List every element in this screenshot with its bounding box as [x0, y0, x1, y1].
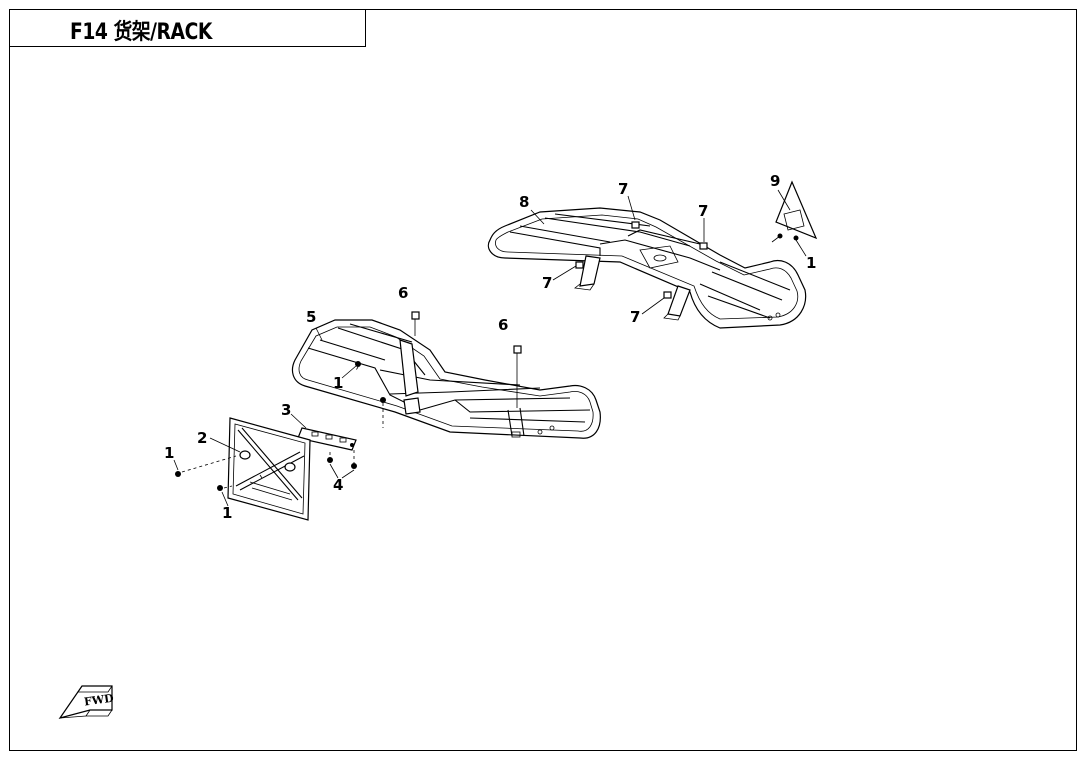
callout-2: 2 — [197, 429, 207, 447]
callout-8: 8 — [519, 193, 529, 211]
callout-1: 1 — [164, 444, 174, 462]
drawing-frame — [9, 9, 1077, 751]
callout-7: 7 — [542, 274, 552, 292]
callout-1: 1 — [222, 504, 232, 522]
callout-labels: 8 7 7 7 7 9 1 6 6 5 1 3 2 1 1 4 — [164, 172, 816, 522]
title-block: F14 货架/RACK — [9, 9, 366, 47]
callout-6: 6 — [398, 284, 408, 302]
callout-4: 4 — [333, 476, 343, 494]
rear-rack — [487, 207, 807, 329]
callout-5: 5 — [306, 308, 316, 326]
fasteners-front — [175, 450, 357, 491]
callout-7: 7 — [618, 180, 628, 198]
fwd-label: FWD — [83, 692, 115, 709]
front-rack — [291, 311, 601, 439]
callout-9: 9 — [770, 172, 780, 190]
leader-lines — [173, 189, 807, 507]
fwd-arrow-icon: FWD — [58, 685, 115, 719]
callout-1: 1 — [333, 374, 343, 392]
callout-3: 3 — [281, 401, 291, 419]
rear-reflector — [771, 180, 818, 243]
callout-7: 7 — [698, 202, 708, 220]
license-plate — [227, 417, 311, 521]
page-title: F14 货架/RACK — [70, 20, 212, 45]
plate-bracket — [297, 427, 357, 451]
callout-6: 6 — [498, 316, 508, 334]
callout-7: 7 — [630, 308, 640, 326]
callout-1: 1 — [806, 254, 816, 272]
